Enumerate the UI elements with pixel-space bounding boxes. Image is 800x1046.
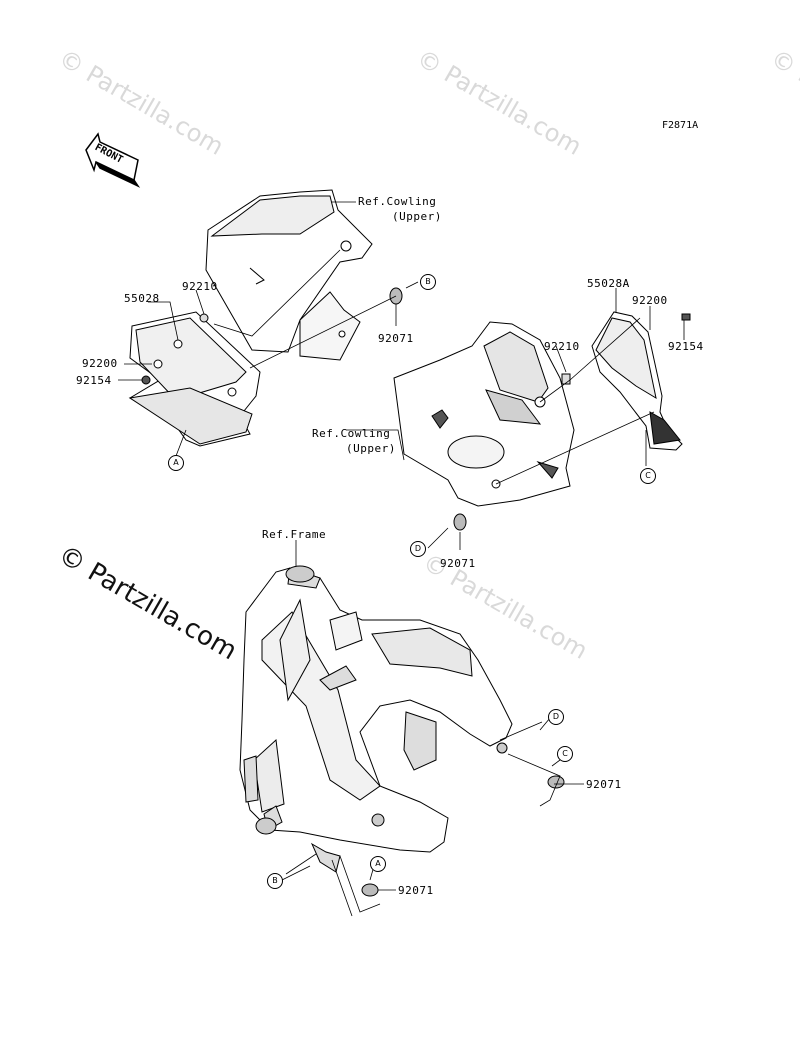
- label-92071-d: 92071: [440, 557, 476, 570]
- label-92071-c: 92071: [586, 778, 622, 791]
- label-55028a: 55028A: [587, 277, 630, 290]
- label-92210-right: 92210: [544, 340, 580, 353]
- bolt-92154-right: [681, 313, 691, 321]
- label-ref-cowling-upper-1: Ref.Cowling: [358, 195, 437, 208]
- grommet-92071-a: [361, 883, 379, 897]
- label-ref-frame: Ref.Frame: [262, 528, 327, 541]
- washer-92200-left: [153, 359, 163, 369]
- label-92154-left: 92154: [76, 374, 112, 387]
- label-92154-right: 92154: [668, 340, 704, 353]
- callout-d-top: D: [410, 541, 426, 557]
- collar-92210-right: [561, 373, 571, 385]
- callout-a-top: A: [168, 455, 184, 471]
- label-92210-left: 92210: [182, 280, 218, 293]
- callout-c-frame: C: [557, 746, 573, 762]
- label-ref-cowling-upper-2: Ref.Cowling: [312, 427, 391, 440]
- label-92200-right: 92200: [632, 294, 668, 307]
- cowling-upper-left: [205, 189, 373, 361]
- cowling-upper-right: [393, 321, 575, 507]
- label-92071-b: 92071: [378, 332, 414, 345]
- label-92071-a: 92071: [398, 884, 434, 897]
- inner-cowling-right: [591, 311, 683, 451]
- label-92200-left: 92200: [82, 357, 118, 370]
- callout-a-frame: A: [370, 856, 386, 872]
- callout-b-top: B: [420, 274, 436, 290]
- grommet-92071-c: [547, 775, 565, 789]
- figure-code: F2871A: [662, 120, 699, 131]
- grommet-92071-d: [453, 513, 467, 531]
- frame: [239, 565, 513, 873]
- inner-cowling-left: [128, 311, 261, 447]
- callout-c-top: C: [640, 468, 656, 484]
- callout-d-frame: D: [548, 709, 564, 725]
- label-ref-cowling-upper-1b: (Upper): [392, 210, 442, 223]
- leader-lines: [118, 201, 685, 917]
- front-arrow-icon: [85, 132, 141, 188]
- callout-b-frame: B: [267, 873, 283, 889]
- bolt-92154-left: [141, 375, 151, 385]
- label-ref-cowling-upper-2b: (Upper): [346, 442, 396, 455]
- label-55028: 55028: [124, 292, 160, 305]
- collar-92210-left: [199, 313, 209, 323]
